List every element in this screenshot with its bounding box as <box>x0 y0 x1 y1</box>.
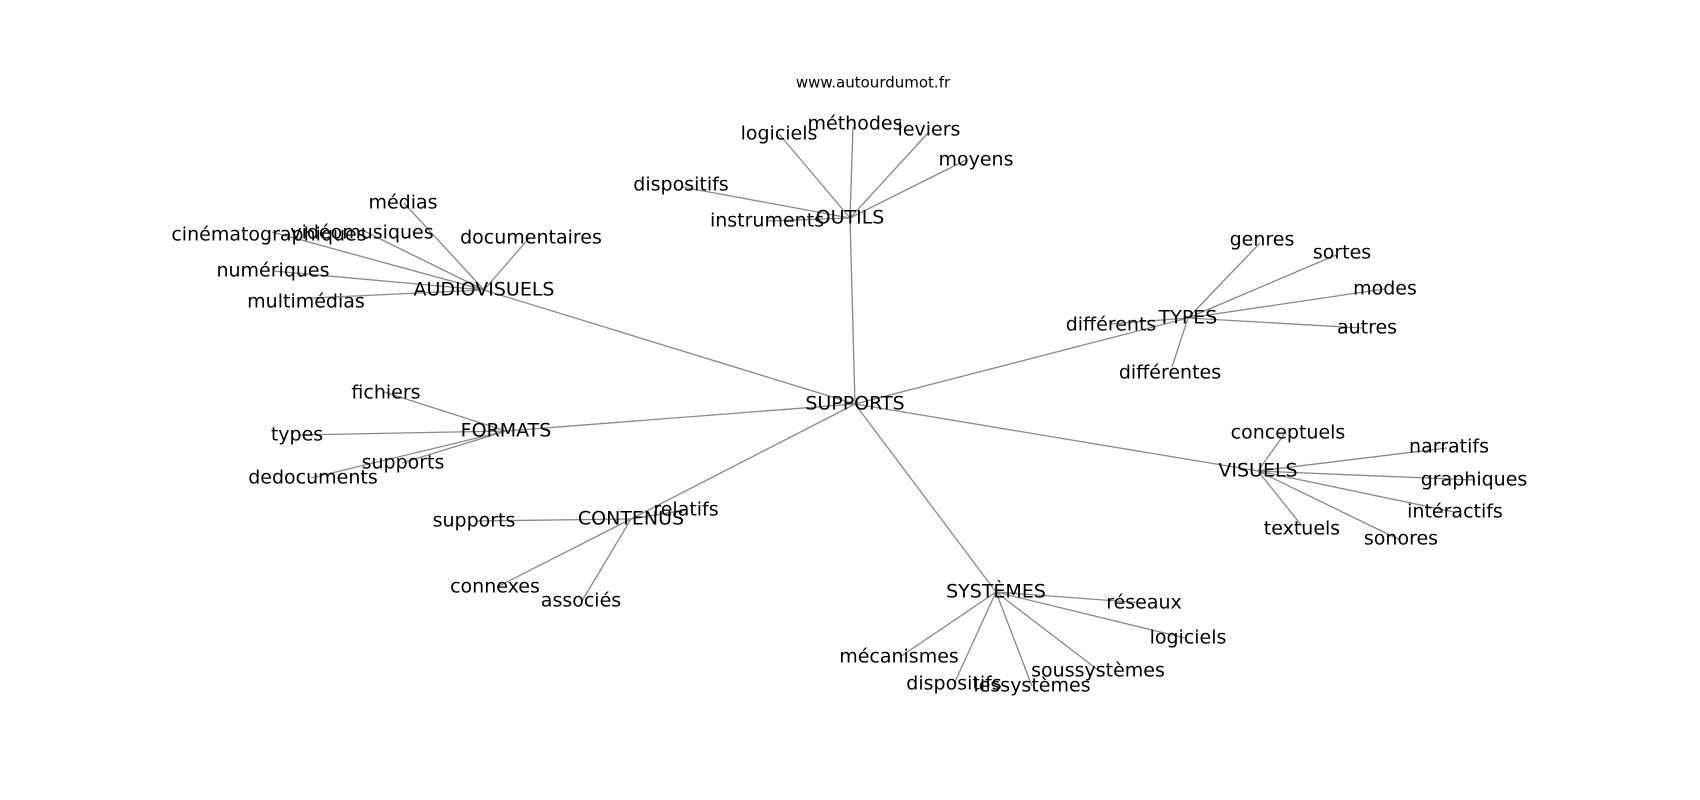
edge-root-hub <box>854 317 1189 405</box>
hub-node-label: VISUELS <box>1218 460 1297 482</box>
label-layer: www.autourdumot.fr SUPPORTS OUTILS logicie… <box>171 74 1527 697</box>
leaf-node-label: différents <box>1066 314 1157 336</box>
edge-hub-leaf <box>361 229 485 291</box>
leaf-node-label: mécanismes <box>839 646 959 668</box>
hub-node-label: FORMATS <box>461 420 552 442</box>
hub-node-label: SYSTÈMES <box>946 580 1046 603</box>
leaf-node-label: supports <box>362 452 445 474</box>
hub-node-label: OUTILS <box>816 207 885 229</box>
edge-hub-leaf <box>496 518 632 588</box>
edge-hub-leaf <box>778 133 851 219</box>
edge-hub-leaf <box>1257 470 1455 513</box>
leaf-node-label: leviers <box>898 119 961 141</box>
leaf-node-label: numériques <box>216 260 329 282</box>
leaf-node-label: graphiques <box>1421 469 1528 491</box>
edge-root-hub <box>483 289 856 405</box>
edge-hub-leaf <box>401 430 507 464</box>
leaf-node-label: dispositifs <box>906 673 1001 695</box>
edge-hub-leaf <box>1187 254 1337 319</box>
leaf-node-label: réseaux <box>1106 592 1182 614</box>
leaf-node-label: sortes <box>1313 242 1371 264</box>
leaf-node-label: conceptuels <box>1231 422 1346 444</box>
leaf-node-label: lessystèmes <box>973 675 1090 697</box>
edge-hub-leaf <box>1187 288 1385 319</box>
hub-node-label: AUDIOVISUELS <box>414 279 555 301</box>
leaf-node-label: différentes <box>1119 362 1221 384</box>
edge-hub-leaf <box>630 509 687 520</box>
edge-hub-leaf <box>1187 317 1363 329</box>
edge-hub-leaf <box>1257 447 1448 472</box>
edge-layer <box>271 126 1476 687</box>
leaf-node-label: types <box>271 424 323 446</box>
edge-hub-leaf <box>297 430 507 436</box>
edge-hub-leaf <box>271 231 485 291</box>
leaf-node-label: dedocuments <box>248 467 378 489</box>
edge-hub-leaf <box>310 430 507 479</box>
edge-hub-leaf <box>1171 317 1189 368</box>
edge-hub-leaf <box>272 270 485 291</box>
leaf-node-label: multimédias <box>247 291 365 313</box>
edge-hub-leaf <box>995 591 1099 671</box>
edge-hub-leaf <box>766 217 851 222</box>
hub-node-label: TYPES <box>1158 307 1218 329</box>
edge-hub-leaf <box>849 159 967 219</box>
edge-hub-leaf <box>483 237 530 291</box>
leaf-node-label: soussystèmes <box>1031 660 1165 682</box>
edge-hub-leaf <box>1187 242 1261 319</box>
leaf-node-label: vidéomusiques <box>290 222 433 244</box>
edge-hub-leaf <box>1257 470 1476 481</box>
edge-hub-leaf <box>995 591 1186 639</box>
edge-root-hub <box>854 403 997 593</box>
leaf-node-label: médias <box>368 192 437 214</box>
leaf-node-label: documentaires <box>460 227 602 249</box>
edge-hub-leaf <box>1109 317 1189 325</box>
edge-hub-leaf <box>899 591 997 658</box>
leaf-node-label: connexes <box>450 576 540 598</box>
edge-hub-leaf <box>581 518 632 602</box>
leaf-node-label: logiciels <box>741 123 818 145</box>
edge-hub-leaf <box>995 591 1033 687</box>
edge-hub-leaf <box>403 202 485 291</box>
leaf-node-label: méthodes <box>808 113 903 135</box>
leaf-node-label: narratifs <box>1409 436 1489 458</box>
leaf-node-label: relatifs <box>653 499 718 521</box>
leaf-node-label: sonores <box>1364 528 1438 550</box>
edge-hub-leaf <box>1257 470 1401 541</box>
leaf-node-label: logiciels <box>1150 627 1227 649</box>
edge-hub-leaf <box>475 518 632 522</box>
edge-root-hub <box>630 403 856 520</box>
edge-hub-leaf <box>1257 432 1286 472</box>
edge-hub-leaf <box>310 289 485 299</box>
edge-hub-leaf <box>995 591 1145 604</box>
root-node-label: SUPPORTS <box>805 393 904 415</box>
edge-hub-leaf <box>383 391 507 432</box>
leaf-node-label: autres <box>1337 317 1397 339</box>
edge-hub-leaf <box>849 132 929 219</box>
leaf-node-label: moyens <box>938 149 1013 171</box>
edge-hub-leaf <box>953 591 997 685</box>
leaf-node-label: textuels <box>1264 518 1340 540</box>
edge-root-hub <box>505 403 856 432</box>
site-watermark: www.autourdumot.fr <box>796 74 951 92</box>
leaf-node-label: intéractifs <box>1407 501 1503 523</box>
leaf-node-label: dispositifs <box>633 174 728 196</box>
leaf-node-label: modes <box>1353 278 1417 300</box>
leaf-node-label: fichiers <box>351 382 420 404</box>
edge-hub-leaf <box>849 126 854 219</box>
leaf-node-label: instruments <box>710 210 824 232</box>
hub-node-label: CONTENUS <box>578 508 684 530</box>
edge-hub-leaf <box>681 186 851 219</box>
edge-root-hub <box>854 403 1259 472</box>
leaf-node-label: supports <box>433 510 516 532</box>
leaf-node-label: associés <box>541 590 621 612</box>
leaf-node-label: genres <box>1230 229 1295 251</box>
edge-root-hub <box>849 217 856 405</box>
edge-hub-leaf <box>1257 470 1303 527</box>
leaf-node-label: cinématographiques <box>171 224 366 246</box>
